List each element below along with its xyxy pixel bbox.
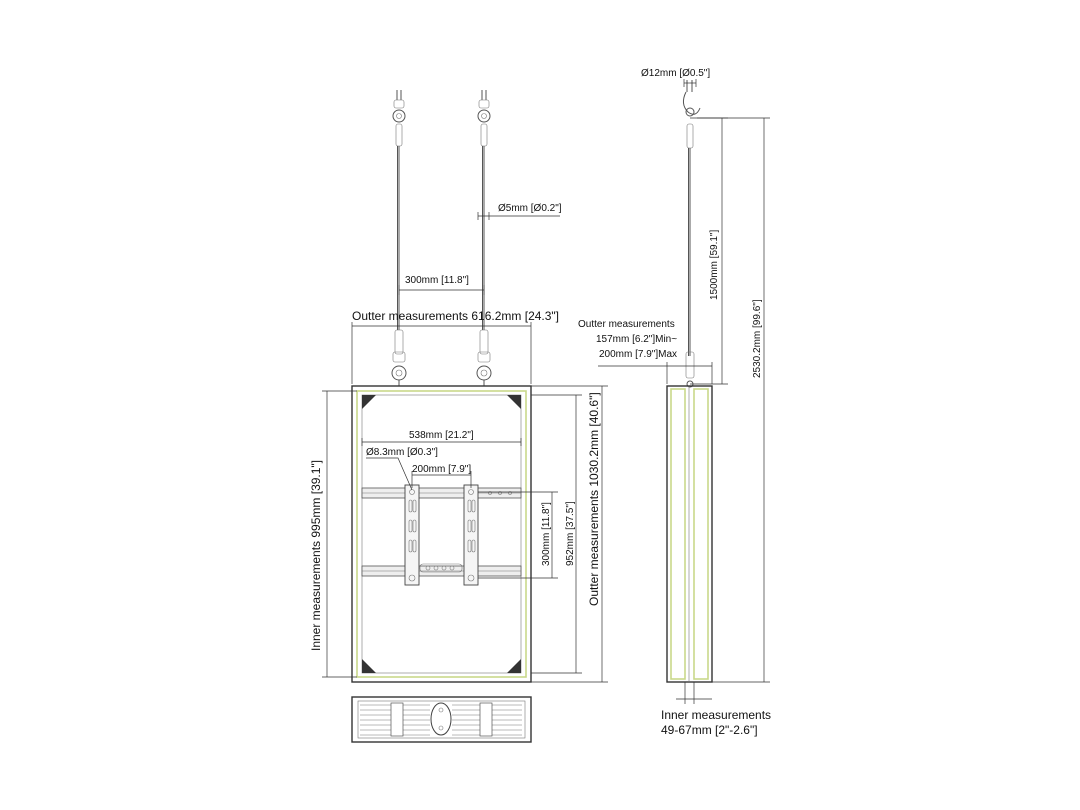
vesa-vertical-dimension: 300mm [11.8"]	[478, 491, 558, 579]
hole-diameter-label: Ø8.3mm [Ø0.3"]	[366, 447, 438, 458]
inner-height-dimension: Inner measurements 995mm [39.1"]	[309, 390, 357, 678]
inner-height-label: Inner measurements 995mm [39.1"]	[309, 460, 323, 651]
inner-depth-title-label: Inner measurements	[661, 708, 771, 722]
cable-spacing-dimension: 300mm [11.8"]	[398, 275, 485, 295]
inner-depth-value-label: 49-67mm [2"-2.6"]	[661, 723, 758, 737]
bracket-width-label: 538mm [21.2"]	[409, 430, 474, 441]
hole-diameter-callout: Ø8.3mm [Ø0.3"]	[366, 447, 438, 491]
front-cables	[391, 90, 492, 386]
cable-length-label: 1500mm [59.1"]	[709, 230, 720, 300]
bracket-width-dimension: 538mm [21.2"]	[361, 430, 522, 446]
rail-height-label: 952mm [37.5"]	[565, 501, 576, 566]
vesa-vertical-label: 300mm [11.8"]	[541, 502, 552, 566]
left-cable	[391, 90, 407, 386]
depth-min-label: 157mm [6.2"]Min~	[596, 334, 677, 345]
right-cable	[476, 90, 492, 386]
vesa-brackets	[404, 484, 479, 586]
cable-diameter-label: Ø5mm [Ø0.2"]	[498, 203, 562, 214]
vesa-horizontal-dimension: 200mm [7.9"]	[411, 464, 471, 488]
outer-height-dimension: Outter measurements 1030.2mm [40.6"]	[531, 385, 608, 683]
depth-max-label: 200mm [7.9"]Max	[599, 349, 677, 360]
rod-diameter-label: Ø12mm [Ø0.5"]	[641, 68, 710, 79]
cable-diameter-dimension: Ø5mm [Ø0.2"]	[477, 203, 562, 220]
cable-spacing-label: 300mm [11.8"]	[405, 275, 469, 286]
depth-title-label: Outter measurements	[578, 319, 675, 330]
outer-height-label: Outter measurements 1030.2mm [40.6"]	[587, 392, 601, 606]
outer-width-label: Outter measurements 616.2mm [24.3"]	[352, 309, 559, 323]
mount-rails	[361, 487, 522, 577]
side-hook	[682, 80, 701, 388]
total-height-label: 2530.2mm [99.6"]	[752, 299, 763, 378]
vesa-horizontal-label: 200mm [7.9"]	[412, 464, 471, 475]
outer-width-dimension: Outter measurements 616.2mm [24.3"]	[351, 309, 559, 384]
bottom-view-plate	[351, 696, 532, 743]
side-view: Ø12mm [Ø0.5"] Outter measurements 157mm …	[578, 68, 771, 737]
rail-height-dimension: 952mm [37.5"]	[531, 394, 582, 674]
front-frame	[351, 385, 532, 683]
